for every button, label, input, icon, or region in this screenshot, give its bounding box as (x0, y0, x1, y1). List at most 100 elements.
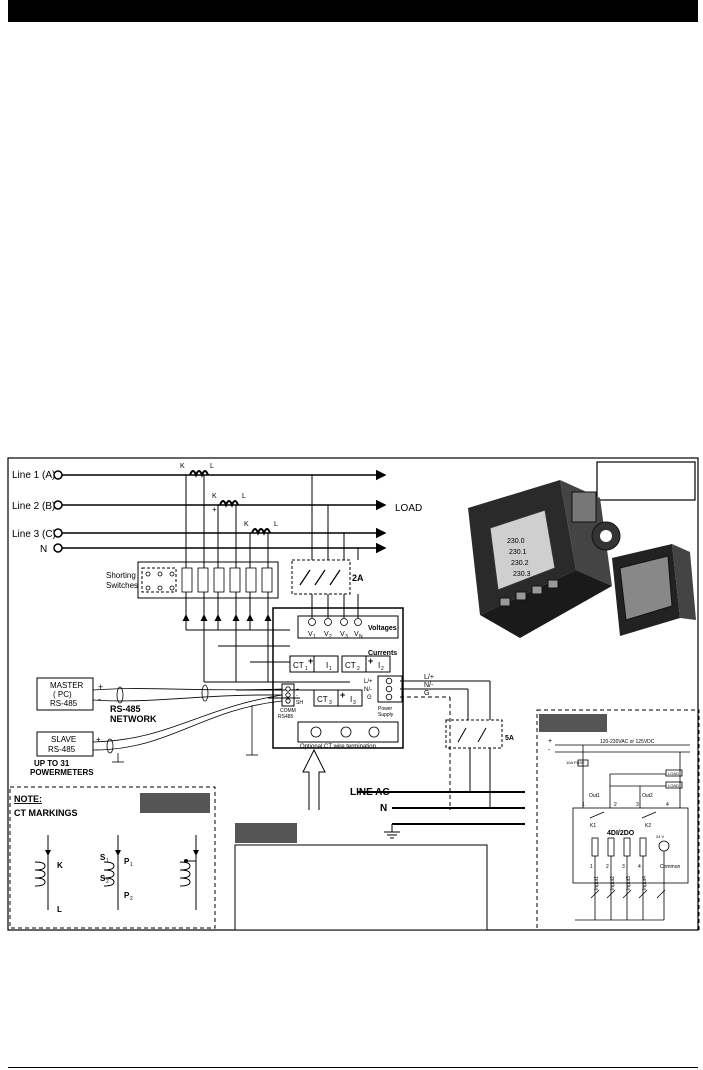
svg-text:-: - (548, 747, 551, 754)
svg-text:K: K (212, 493, 217, 500)
svg-text:Line 3 (C): Line 3 (C) (12, 529, 56, 540)
svg-text:I: I (350, 695, 352, 704)
svg-text:K: K (244, 521, 249, 528)
svg-text:+: + (308, 656, 313, 666)
svg-text:230.2: 230.2 (511, 560, 529, 567)
shorting-switches: Shorting Switches (106, 561, 279, 599)
rs485-network: MASTER ( PC) RS-485 + - RS-485 NETWORK S… (30, 677, 283, 777)
svg-text:RS485: RS485 (278, 714, 294, 720)
svg-text:2: 2 (614, 802, 617, 808)
svg-text:4: 4 (666, 802, 669, 808)
svg-text:1: 1 (305, 666, 308, 672)
svg-text:I: I (378, 661, 380, 670)
svg-text:Voltages: Voltages (368, 625, 397, 632)
svg-text:+: + (296, 687, 299, 693)
ct-markings-note: NOTE: CT MARKINGS K L S 1 S 2 P 1 P 2 (9, 786, 216, 929)
svg-text:230.3: 230.3 (513, 571, 531, 578)
svg-text:K: K (57, 861, 63, 870)
photo-label-box (596, 461, 696, 501)
svg-text:COMM: COMM (280, 708, 296, 714)
svg-text:Supply: Supply (378, 712, 394, 718)
svg-text:N: N (359, 634, 363, 640)
svg-text:230.0: 230.0 (507, 538, 525, 545)
svg-text:Power: Power (378, 706, 393, 712)
svg-text:POWERMETERS: POWERMETERS (30, 768, 94, 777)
svg-text:1: 1 (130, 862, 133, 868)
svg-text:2A: 2A (352, 573, 364, 583)
svg-text:K: K (180, 463, 185, 470)
svg-text:1: 1 (329, 666, 332, 672)
svg-text:120-230VAC or 125VDC: 120-230VAC or 125VDC (600, 739, 655, 745)
fuse-2a: 2A (291, 559, 364, 595)
svg-text:CT: CT (345, 661, 356, 670)
svg-text:3: 3 (622, 864, 625, 870)
svg-text:Out1: Out1 (589, 793, 600, 799)
svg-text:3: 3 (345, 634, 348, 640)
svg-text:UP TO 31: UP TO 31 (34, 759, 70, 768)
callout-arrow (302, 748, 326, 810)
svg-text:V: V (354, 631, 359, 638)
svg-text:SLAVE: SLAVE (51, 735, 76, 744)
svg-text:( PC): ( PC) (53, 690, 72, 699)
callout-box (234, 823, 488, 931)
svg-text:RS-485: RS-485 (50, 699, 78, 708)
svg-text:3: 3 (329, 700, 332, 706)
svg-text:S: S (100, 853, 106, 862)
svg-text:-: - (98, 694, 101, 704)
svg-text:Input2: Input2 (610, 876, 616, 890)
svg-text:1: 1 (106, 858, 109, 864)
wiring-diagram: Line 1 (A) Line 2 (B) Line 3 (C) N LOAD … (7, 457, 700, 931)
svg-text:2: 2 (329, 634, 332, 640)
svg-text:LOAD: LOAD (668, 783, 679, 788)
svg-text:3: 3 (636, 802, 639, 808)
svg-text:Input1: Input1 (594, 876, 600, 890)
svg-text:2: 2 (106, 879, 109, 885)
svg-text:3: 3 (353, 700, 356, 706)
svg-text:-: - (296, 693, 298, 699)
svg-text:G: G (424, 690, 429, 697)
svg-text:2: 2 (606, 864, 609, 870)
svg-text:P: P (124, 857, 130, 866)
svg-text:+: + (96, 735, 101, 744)
svg-text:+: + (340, 690, 345, 700)
svg-text:V: V (308, 631, 313, 638)
footer-rule (8, 1067, 698, 1068)
svg-text:L: L (242, 493, 246, 500)
svg-text:2: 2 (357, 666, 360, 672)
svg-text:CT: CT (317, 695, 328, 704)
svg-text:LINE AC: LINE AC (350, 787, 390, 798)
svg-text:Currents: Currents (368, 650, 397, 657)
svg-text:Input3: Input3 (626, 876, 632, 890)
svg-text:MASTER: MASTER (50, 681, 84, 690)
svg-text:1: 1 (590, 864, 593, 870)
svg-text:4: 4 (638, 864, 641, 870)
svg-text:+: + (548, 738, 552, 745)
svg-text:LOAD: LOAD (668, 771, 679, 776)
meter-product-photo: 230.0 230.1 230.2 230.3 (468, 480, 696, 638)
svg-text:Common: Common (660, 864, 681, 870)
power-supply-wiring (358, 680, 525, 839)
meter-terminal-block: V 1 V 2 V 3 V N Voltages Currents CT 1 +… (272, 607, 404, 750)
ct-coils: K L K L K L + (180, 463, 278, 536)
svg-text:L: L (210, 463, 214, 470)
svg-text:P: P (124, 891, 130, 900)
svg-text:10A FUSE: 10A FUSE (566, 760, 585, 765)
svg-text:L/+: L/+ (424, 674, 434, 681)
svg-text:S: S (100, 874, 106, 883)
svg-text:Line 1 (A): Line 1 (A) (12, 470, 55, 481)
svg-text:N: N (380, 803, 387, 814)
svg-text:2: 2 (381, 666, 384, 672)
svg-text:RS-485: RS-485 (110, 704, 141, 714)
svg-text:1: 1 (313, 634, 316, 640)
svg-text:Shorting: Shorting (106, 571, 136, 580)
svg-text:L: L (274, 521, 278, 528)
svg-text:-: - (96, 745, 99, 754)
svg-text:N/-: N/- (364, 687, 372, 693)
svg-text:5A: 5A (505, 735, 514, 742)
svg-text:4DI/2DO: 4DI/2DO (607, 830, 635, 837)
svg-text:Out2: Out2 (642, 793, 653, 799)
svg-text:L/+: L/+ (364, 679, 373, 685)
svg-text:+: + (368, 656, 373, 666)
phase-lines: Line 1 (A) Line 2 (B) Line 3 (C) N LOAD (12, 469, 422, 555)
svg-text:Optional CT wire termination: Optional CT wire termination (300, 744, 376, 750)
